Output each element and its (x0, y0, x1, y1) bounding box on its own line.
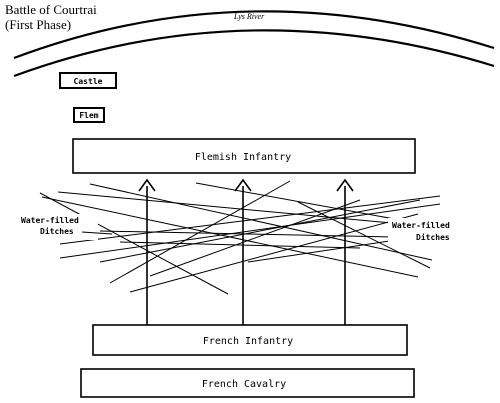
ditch-line (39, 192, 229, 295)
ditch-line (59, 203, 441, 259)
river-bank-south (13, 29, 495, 78)
ditch-line (59, 195, 441, 245)
castle-label: Castle (74, 77, 103, 86)
flem-label: Flem (79, 111, 98, 120)
ditch-line (149, 199, 361, 277)
castle-box (59, 72, 117, 89)
ditch-line (119, 241, 361, 249)
river-label: Lys River (233, 12, 265, 21)
ditch-label-right-bg (388, 218, 468, 244)
flem-box (73, 107, 105, 123)
flemish-infantry-label: Flemish Infantry (195, 152, 291, 163)
attack-arrows (138, 178, 354, 325)
french-cavalry-label: French Cavalry (202, 379, 286, 390)
attack-arrowhead (138, 178, 156, 192)
ditch-line (297, 201, 431, 269)
ditch-label-right-line2: Ditches (416, 232, 450, 242)
attack-arrowhead (234, 178, 252, 192)
ditch-label-left-line2: Ditches (40, 226, 74, 236)
french-cavalry-box (80, 368, 415, 398)
ditch-label-left-line1: Water-filled (21, 215, 79, 225)
ditch-line (129, 213, 419, 293)
ditch-label-right-line1: Water-filled (392, 220, 450, 230)
ditch-line (109, 180, 291, 284)
flemish-infantry-box (72, 138, 416, 174)
ditch-label-left-leader (81, 231, 113, 235)
french-infantry-box (92, 324, 408, 356)
attack-arrowhead (336, 178, 354, 192)
ditch-line (57, 191, 403, 225)
river-bank-north (13, 10, 495, 60)
ditch-line (99, 199, 421, 263)
map-title-line1: Battle of Courtrai (5, 2, 97, 17)
ditch-label-left-bg (18, 214, 98, 240)
french-infantry-label: French Infantry (203, 336, 293, 347)
map-title-line2: (First Phase) (5, 17, 71, 32)
